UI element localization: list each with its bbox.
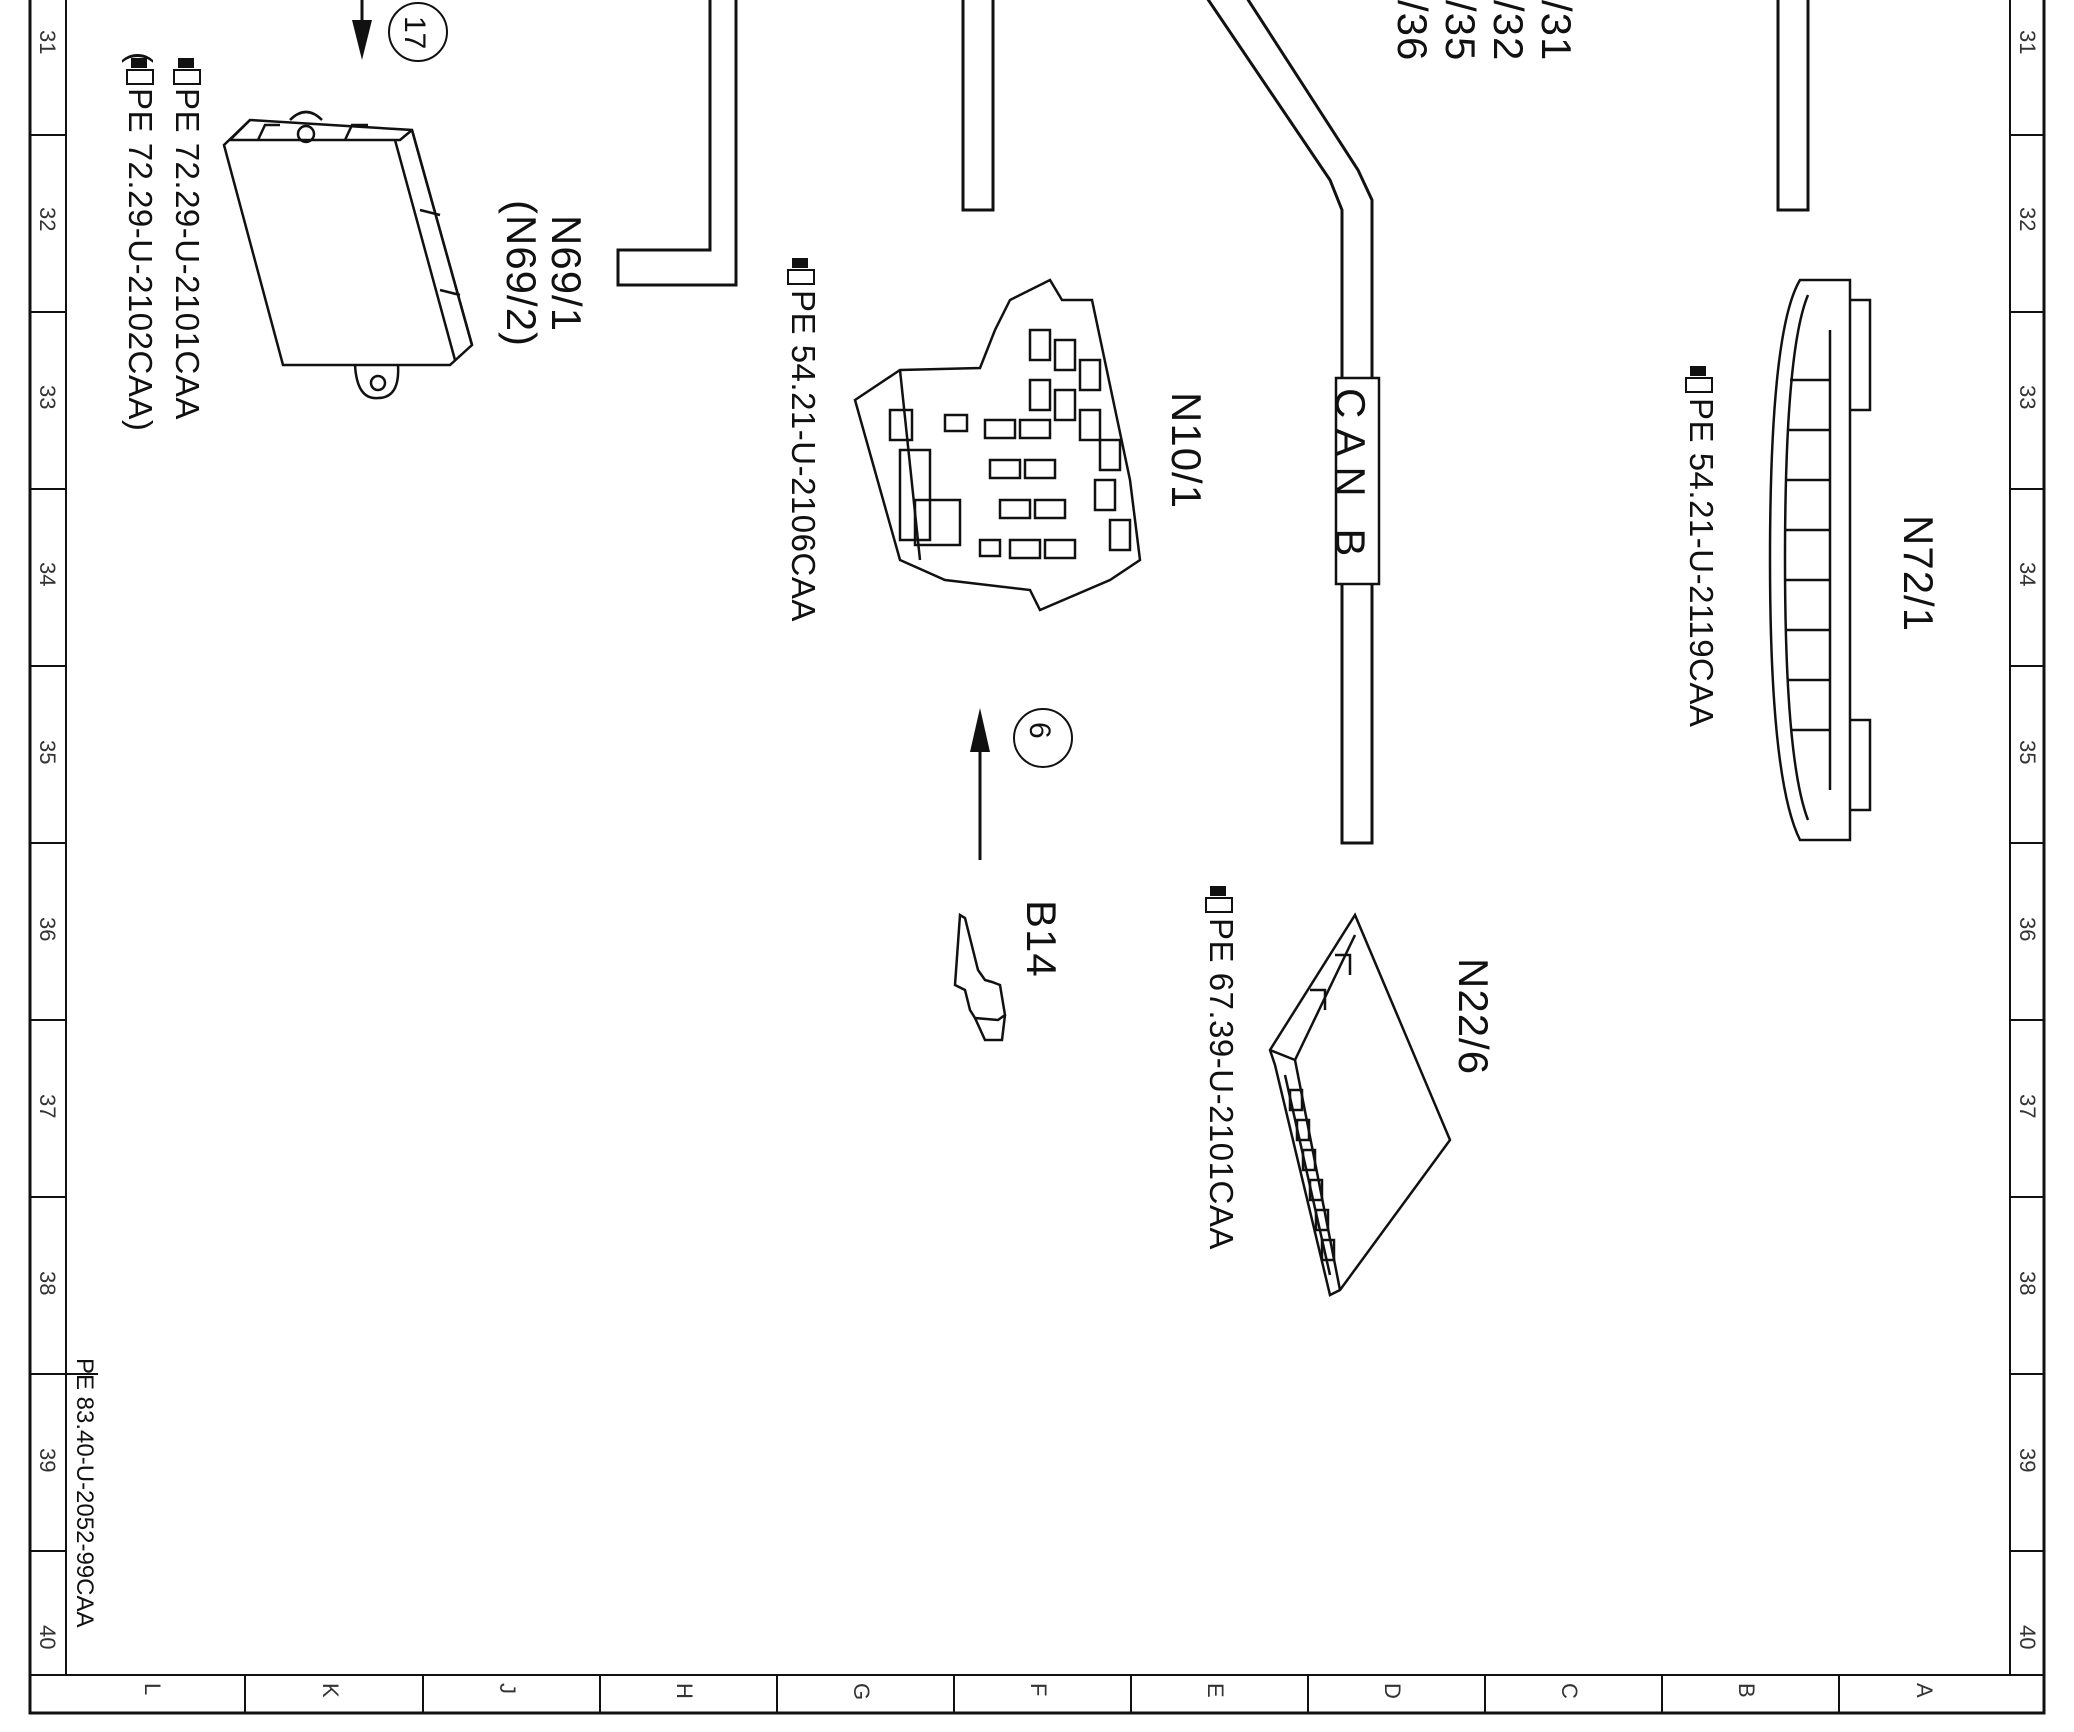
grid-column-label: A xyxy=(1912,1683,1937,1698)
grid-column-label: G xyxy=(849,1683,874,1701)
cable-can-b xyxy=(1206,0,1374,845)
can-bus-label: CAN B xyxy=(1327,388,1374,567)
wire-ref: /35 xyxy=(1437,0,1484,62)
grid-row-label: 34 xyxy=(35,562,60,587)
wire-ref: /32 xyxy=(1485,0,1532,62)
grid-column-label: E xyxy=(1203,1683,1228,1698)
grid-column-label: B xyxy=(1734,1683,1759,1698)
grid-row-label: 35 xyxy=(35,740,60,765)
grid-row-label: 40 xyxy=(35,1625,60,1650)
module-n72 xyxy=(1768,278,1872,842)
arrow-icon xyxy=(970,708,990,752)
grid-row-label: 32 xyxy=(2015,207,2040,232)
grid-row-label: 37 xyxy=(2015,1094,2040,1119)
grid-column-label: H xyxy=(672,1683,697,1699)
grid-row-label: 37 xyxy=(35,1094,60,1119)
grid-row-label: 32 xyxy=(35,207,60,232)
component-code-n72: N72/1 xyxy=(1895,515,1942,633)
grid-column-label: D xyxy=(1380,1683,1405,1699)
component-code-b14: B14 xyxy=(1018,900,1065,978)
grid-row-label: 33 xyxy=(2015,385,2040,410)
grid-column-label: F xyxy=(1026,1683,1051,1697)
grid-row-label: 31 xyxy=(2015,30,2040,55)
grid-row-label: 38 xyxy=(2015,1271,2040,1296)
callout-number: 6 xyxy=(1023,722,1056,739)
reference-n69: PE 72.29-U-2101CAA xyxy=(169,88,206,420)
module-n22 xyxy=(1268,912,1452,1297)
grid-row-label: 38 xyxy=(35,1271,60,1296)
cable-n72 xyxy=(1776,0,1810,212)
grid-column-label: L xyxy=(140,1683,165,1696)
grid-row-label: 36 xyxy=(35,917,60,942)
component-code-n22: N22/6 xyxy=(1450,958,1497,1076)
reference-alt-n69: PE 72.29-U-2102CAA) xyxy=(122,88,159,432)
grid-row-label: 33 xyxy=(35,385,60,410)
cable-n10 xyxy=(961,0,995,212)
component-code-n69: N69/1 xyxy=(543,215,590,333)
grid-row-label: 39 xyxy=(2015,1448,2040,1473)
reference-n10: PE 54.21-U-2106CAA xyxy=(785,290,822,622)
grid-column-label: K xyxy=(318,1683,343,1698)
grid-row-label: 31 xyxy=(35,30,60,55)
callout-number: 17 xyxy=(398,16,431,50)
reference-paren-n69: ( xyxy=(122,52,159,64)
circle-callout-icon: 17 xyxy=(388,2,448,62)
reference-n22: PE 67.39-U-2101CAA xyxy=(1203,918,1240,1250)
wire-ref: /36 xyxy=(1389,0,1436,62)
drawing-number: PE 83.40-U-2052-99CAA xyxy=(71,1358,98,1628)
arrow-icon xyxy=(352,20,372,60)
grid-row-label: 35 xyxy=(2015,740,2040,765)
grid-column-label: J xyxy=(495,1683,520,1694)
cable-n69 xyxy=(616,0,738,287)
grid-row-label: 34 xyxy=(2015,562,2040,587)
pointing-hand-icon xyxy=(126,58,1713,913)
wire-ref: /31 xyxy=(1533,0,1580,62)
grid-row-label: 39 xyxy=(35,1448,60,1473)
module-n10 xyxy=(853,278,1142,612)
reference-n72: PE 54.21-U-2119CAA xyxy=(1683,398,1720,728)
component-code-n10: N10/1 xyxy=(1163,392,1210,510)
grid-row-label: 36 xyxy=(2015,917,2040,942)
module-n69 xyxy=(222,110,474,400)
sensor-b14 xyxy=(953,912,1007,1042)
component-alt-code-n69: (N69/2) xyxy=(498,200,545,348)
circle-callout-icon: 6 xyxy=(1013,708,1073,768)
grid-column-label: C xyxy=(1557,1683,1582,1699)
frame-border xyxy=(28,0,2046,1715)
grid-row-label: 40 xyxy=(2015,1625,2040,1650)
